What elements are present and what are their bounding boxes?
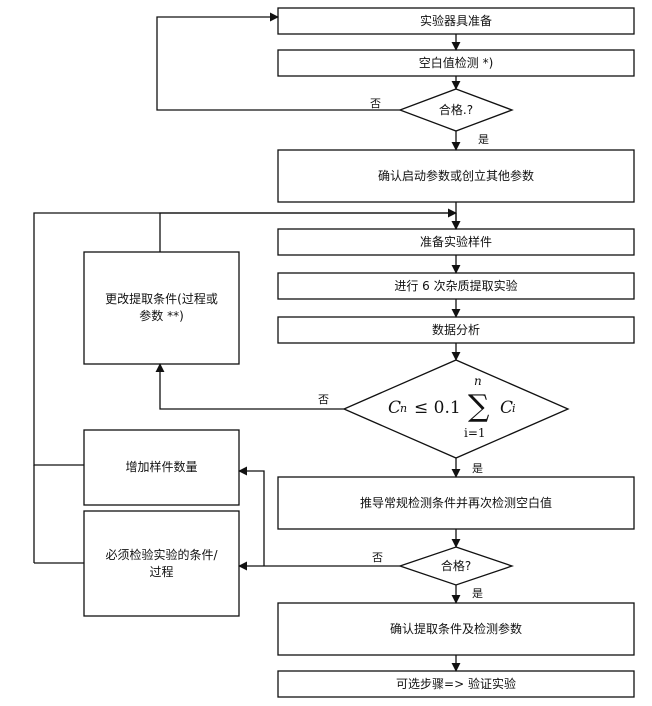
formula-sum-sign: ∑ bbox=[468, 389, 490, 424]
label-check-conditions: 必须检验实验的条件/ 过程 bbox=[84, 511, 239, 616]
formula-sum-lower: i=1 bbox=[464, 426, 486, 440]
arrow-to-add-samples bbox=[238, 466, 265, 566]
formula-lhs-sub: n bbox=[400, 402, 408, 415]
edge-label-yes-1: 是 bbox=[478, 133, 489, 146]
label-confirm-params: 确认启动参数或创立其他参数 bbox=[377, 168, 534, 183]
box-analysis bbox=[277, 316, 635, 344]
criterion-formula: C n ≤ 0.1 ∑ C i bbox=[388, 389, 538, 428]
edge-label-yes-2: 是 bbox=[472, 462, 483, 475]
edge-label-no-3: 否 bbox=[372, 551, 383, 564]
edge-label-no-2: 否 bbox=[318, 393, 329, 406]
box-change-conditions bbox=[83, 251, 240, 365]
label-decision-qualified-1: 合格.? bbox=[438, 102, 474, 117]
label-change-conditions-line2: 参数 **) bbox=[139, 309, 184, 323]
formula-relation: ≤ 0.1 bbox=[414, 398, 461, 418]
box-confirm-extraction bbox=[277, 602, 635, 656]
label-change-conditions: 更改提取条件(过程或 参数 **) bbox=[84, 252, 239, 364]
formula-sum-upper: n bbox=[474, 374, 482, 388]
arrow-decision1-no bbox=[156, 12, 400, 111]
label-prepare-equipment: 实验器具准备 bbox=[419, 13, 492, 28]
box-optional-validation bbox=[277, 670, 635, 698]
formula-term: C bbox=[500, 398, 514, 418]
label-derive-conditions: 推导常规检测条件并再次检测空白值 bbox=[359, 495, 552, 510]
label-extraction: 进行 6 次杂质提取实验 bbox=[394, 278, 518, 293]
formula-term-sub: i bbox=[512, 402, 516, 415]
label-check-conditions-line1: 必须检验实验的条件/ bbox=[105, 547, 218, 562]
box-blank-check bbox=[277, 49, 635, 77]
edge-label-no-1: 否 bbox=[370, 97, 381, 110]
label-analysis: 数据分析 bbox=[431, 322, 480, 337]
label-confirm-extraction: 确认提取条件及检测参数 bbox=[389, 621, 522, 636]
box-check-conditions bbox=[83, 510, 240, 617]
label-change-conditions-line1: 更改提取条件(过程或 bbox=[105, 292, 218, 306]
label-check-conditions-line2: 过程 bbox=[149, 564, 174, 579]
label-optional-validation: 可选步骤=> 验证实验 bbox=[396, 676, 516, 691]
label-prepare-samples: 准备实验样件 bbox=[419, 234, 492, 249]
label-decision-qualified-2: 合格? bbox=[440, 558, 472, 573]
line-outer-loop bbox=[33, 208, 457, 466]
label-add-samples: 增加样件数量 bbox=[125, 460, 198, 474]
edge-label-yes-3: 是 bbox=[472, 587, 483, 600]
box-prepare-samples bbox=[277, 228, 635, 256]
arrow-criterion-no bbox=[155, 363, 344, 410]
formula-lhs: C bbox=[388, 398, 402, 418]
label-blank-check: 空白值检测 *) bbox=[418, 55, 494, 70]
